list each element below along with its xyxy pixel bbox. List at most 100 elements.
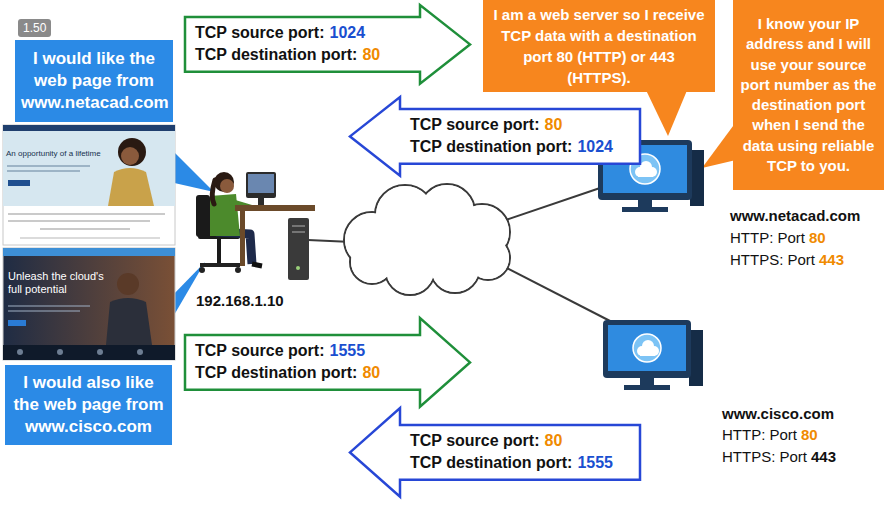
webpage-screenshot — [3, 248, 175, 360]
port-info: HTTP: Port80 — [730, 229, 826, 247]
webpage-screenshot — [3, 248, 175, 360]
web-server — [689, 330, 703, 386]
port-number: 80 — [545, 116, 563, 133]
webpage-screenshot — [8, 213, 165, 215]
port-line: TCP destination port:1024 — [410, 136, 613, 158]
user-at-desk — [240, 211, 245, 266]
user-at-desk — [296, 266, 300, 270]
web-server — [622, 207, 668, 212]
port-info: HTTPS: Port — [730, 251, 815, 268]
webpage-screenshot — [3, 125, 175, 245]
webpage-screenshot — [8, 180, 30, 186]
port-line: TCP source port:80 — [410, 114, 613, 136]
port-caption: TCP destination port: — [410, 138, 572, 155]
server-name: www.netacad.com — [730, 207, 860, 225]
arrow-text: TCP source port:1024TCP destination port… — [195, 22, 380, 67]
internet-cloud — [344, 184, 510, 295]
port-info: HTTP: Port — [730, 229, 805, 246]
network-link — [495, 262, 612, 322]
internet-cloud — [345, 185, 509, 294]
webpage-screenshot — [3, 248, 175, 256]
port-line: TCP destination port:80 — [195, 44, 380, 66]
web-server — [690, 150, 704, 206]
page-headline: Unleash the cloud's full potential — [8, 270, 104, 295]
web-server — [633, 334, 661, 362]
webpage-screenshot — [20, 237, 160, 239]
webpage-screenshot — [8, 305, 90, 306]
response-arrow: TCP source port:80TCP destination port:1… — [350, 97, 640, 176]
port-caption: TCP destination port: — [410, 454, 572, 471]
webpage-screenshot — [7, 170, 80, 172]
response-arrow: TCP source port: 80TCP destination port: 1… — [350, 408, 640, 497]
webpage-screenshot — [3, 131, 175, 206]
callout-pointer — [170, 88, 736, 322]
port-info: HTTPS: Port443 — [730, 251, 844, 269]
webpage-screenshot — [7, 165, 90, 167]
arrow-outline — [185, 318, 470, 407]
port-line: TCP destination port: 80 — [195, 362, 380, 384]
port-number: 80 — [362, 364, 380, 381]
webpage-screenshot — [3, 345, 175, 360]
video-timestamp: 1.50 — [23, 21, 46, 35]
port-info: 443 — [819, 251, 844, 268]
callout-text: I know your IP address and I will use yo… — [738, 14, 879, 176]
user-at-desk — [246, 172, 276, 198]
server-name: www.cisco.com — [722, 405, 834, 422]
arrow-outline — [185, 5, 470, 84]
port-line: TCP source port:1024 — [195, 22, 380, 44]
user-at-desk — [216, 232, 252, 264]
port-caption: TCP source port: — [195, 24, 325, 41]
callout-pointer — [702, 122, 736, 168]
port-caption: TCP source port: — [410, 432, 540, 449]
webpage-screenshot — [17, 349, 23, 355]
arrow-text: TCP source port:1555TCP destination port… — [195, 340, 380, 385]
internet-cloud — [344, 184, 510, 295]
webpage-screenshot — [3, 125, 175, 131]
web-server — [637, 340, 659, 356]
user-at-desk — [196, 172, 315, 280]
port-line: TCP source port:1555 — [195, 340, 380, 362]
web-server — [638, 200, 652, 208]
arrow-outline — [350, 97, 640, 176]
ip-address: 192.168.1.10 — [196, 292, 284, 309]
web-server — [638, 172, 653, 177]
user-at-desk — [258, 198, 264, 205]
web-server — [624, 385, 670, 390]
user-at-desk — [248, 174, 274, 193]
port-line: TCP destination port: 1555 — [410, 452, 613, 474]
port-number: 1555 — [330, 342, 366, 359]
speech-callout: I know your IP address and I will use yo… — [733, 0, 884, 190]
arrow-outline — [185, 318, 470, 407]
web-server — [640, 351, 655, 356]
arrow-outline — [350, 408, 640, 497]
webpage-screenshot — [8, 320, 26, 326]
port-number: 80 — [545, 432, 563, 449]
user-at-desk — [200, 263, 240, 267]
webpage-screenshot — [97, 349, 103, 355]
callout-pointer — [645, 88, 688, 136]
port-info: 80 — [801, 426, 818, 443]
user-at-desk — [235, 267, 241, 273]
webpage-screenshot — [8, 310, 80, 311]
request-arrow: TCP source port:1555TCP destination port… — [185, 318, 470, 407]
port-caption: TCP destination port: — [195, 46, 357, 63]
page-headline: An opportunity of a lifetime — [6, 149, 101, 158]
port-caption: TCP destination port: — [195, 364, 357, 381]
user-at-desk — [196, 195, 210, 237]
arrow-outline — [185, 5, 470, 84]
webpage-screenshot — [118, 138, 146, 166]
arrow-outline — [350, 408, 640, 497]
webpage-screenshot — [57, 349, 63, 355]
webpage-screenshot — [108, 168, 154, 206]
speech-callout: I am a web server so I receive TCP data … — [483, 0, 715, 92]
speech-callout: I would like the web page from www.netac… — [15, 40, 173, 122]
user-at-desk — [292, 225, 305, 227]
user-at-desk — [252, 264, 262, 266]
web-server — [640, 378, 654, 386]
user-at-desk — [199, 267, 205, 273]
user-at-desk — [217, 239, 221, 264]
port-info: HTTP: Port — [722, 426, 797, 443]
port-number: 1555 — [577, 454, 613, 471]
arrow-outline — [350, 97, 640, 176]
